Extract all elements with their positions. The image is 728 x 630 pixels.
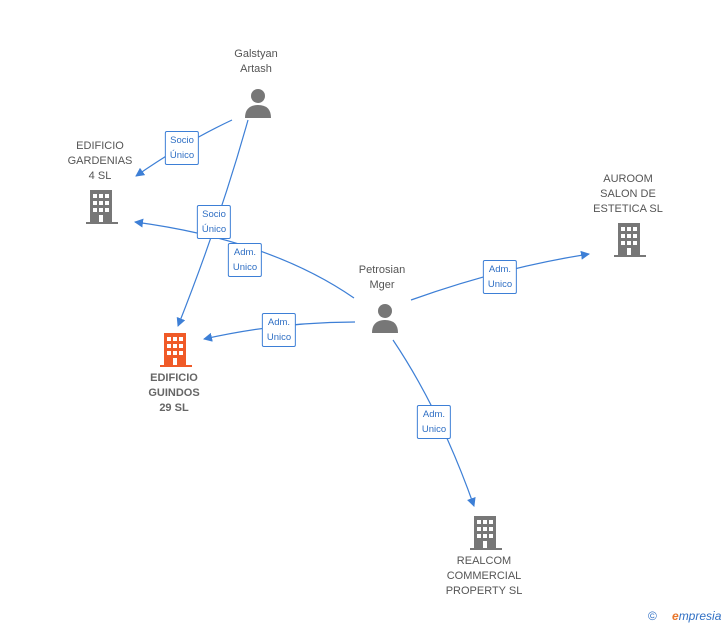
building-icon[interactable] xyxy=(86,190,118,229)
node-label-realcom: REALCOM COMMERCIAL PROPERTY SL xyxy=(445,555,523,597)
copyright-symbol: © xyxy=(648,609,657,623)
node-label-galstyan: Galstyan Artash xyxy=(234,48,278,75)
brand-logo-rest: mpresia xyxy=(678,609,722,623)
edge-badge-socio-unico[interactable]: Socio Único xyxy=(196,205,232,239)
brand-logo[interactable]: empresia xyxy=(672,609,721,623)
edge-badge-adm-unico[interactable]: Adm. Unico xyxy=(416,405,452,439)
building-icon[interactable] xyxy=(614,223,646,262)
person-icon[interactable] xyxy=(244,88,272,123)
brand-logo-initial: e xyxy=(672,609,679,623)
node-label-petrosian: Petrosian Mger xyxy=(358,264,406,291)
edge-badge-adm-unico[interactable]: Adm. Unico xyxy=(261,313,297,347)
node-label-guindos: EDIFICIO GUINDOS 29 SL xyxy=(148,372,200,414)
edge-badge-adm-unico[interactable]: Adm. Unico xyxy=(227,243,263,277)
node-label-gardenias: EDIFICIO GARDENIAS 4 SL xyxy=(67,140,133,182)
person-icon[interactable] xyxy=(371,303,399,338)
building-icon[interactable] xyxy=(470,516,502,555)
building-icon-highlighted[interactable] xyxy=(160,333,192,372)
edge-badge-socio-unico[interactable]: Socio Único xyxy=(164,131,200,165)
edge-badge-adm-unico[interactable]: Adm. Unico xyxy=(482,260,518,294)
node-label-auroom: AUROOM SALON DE ESTETICA SL xyxy=(593,173,663,215)
